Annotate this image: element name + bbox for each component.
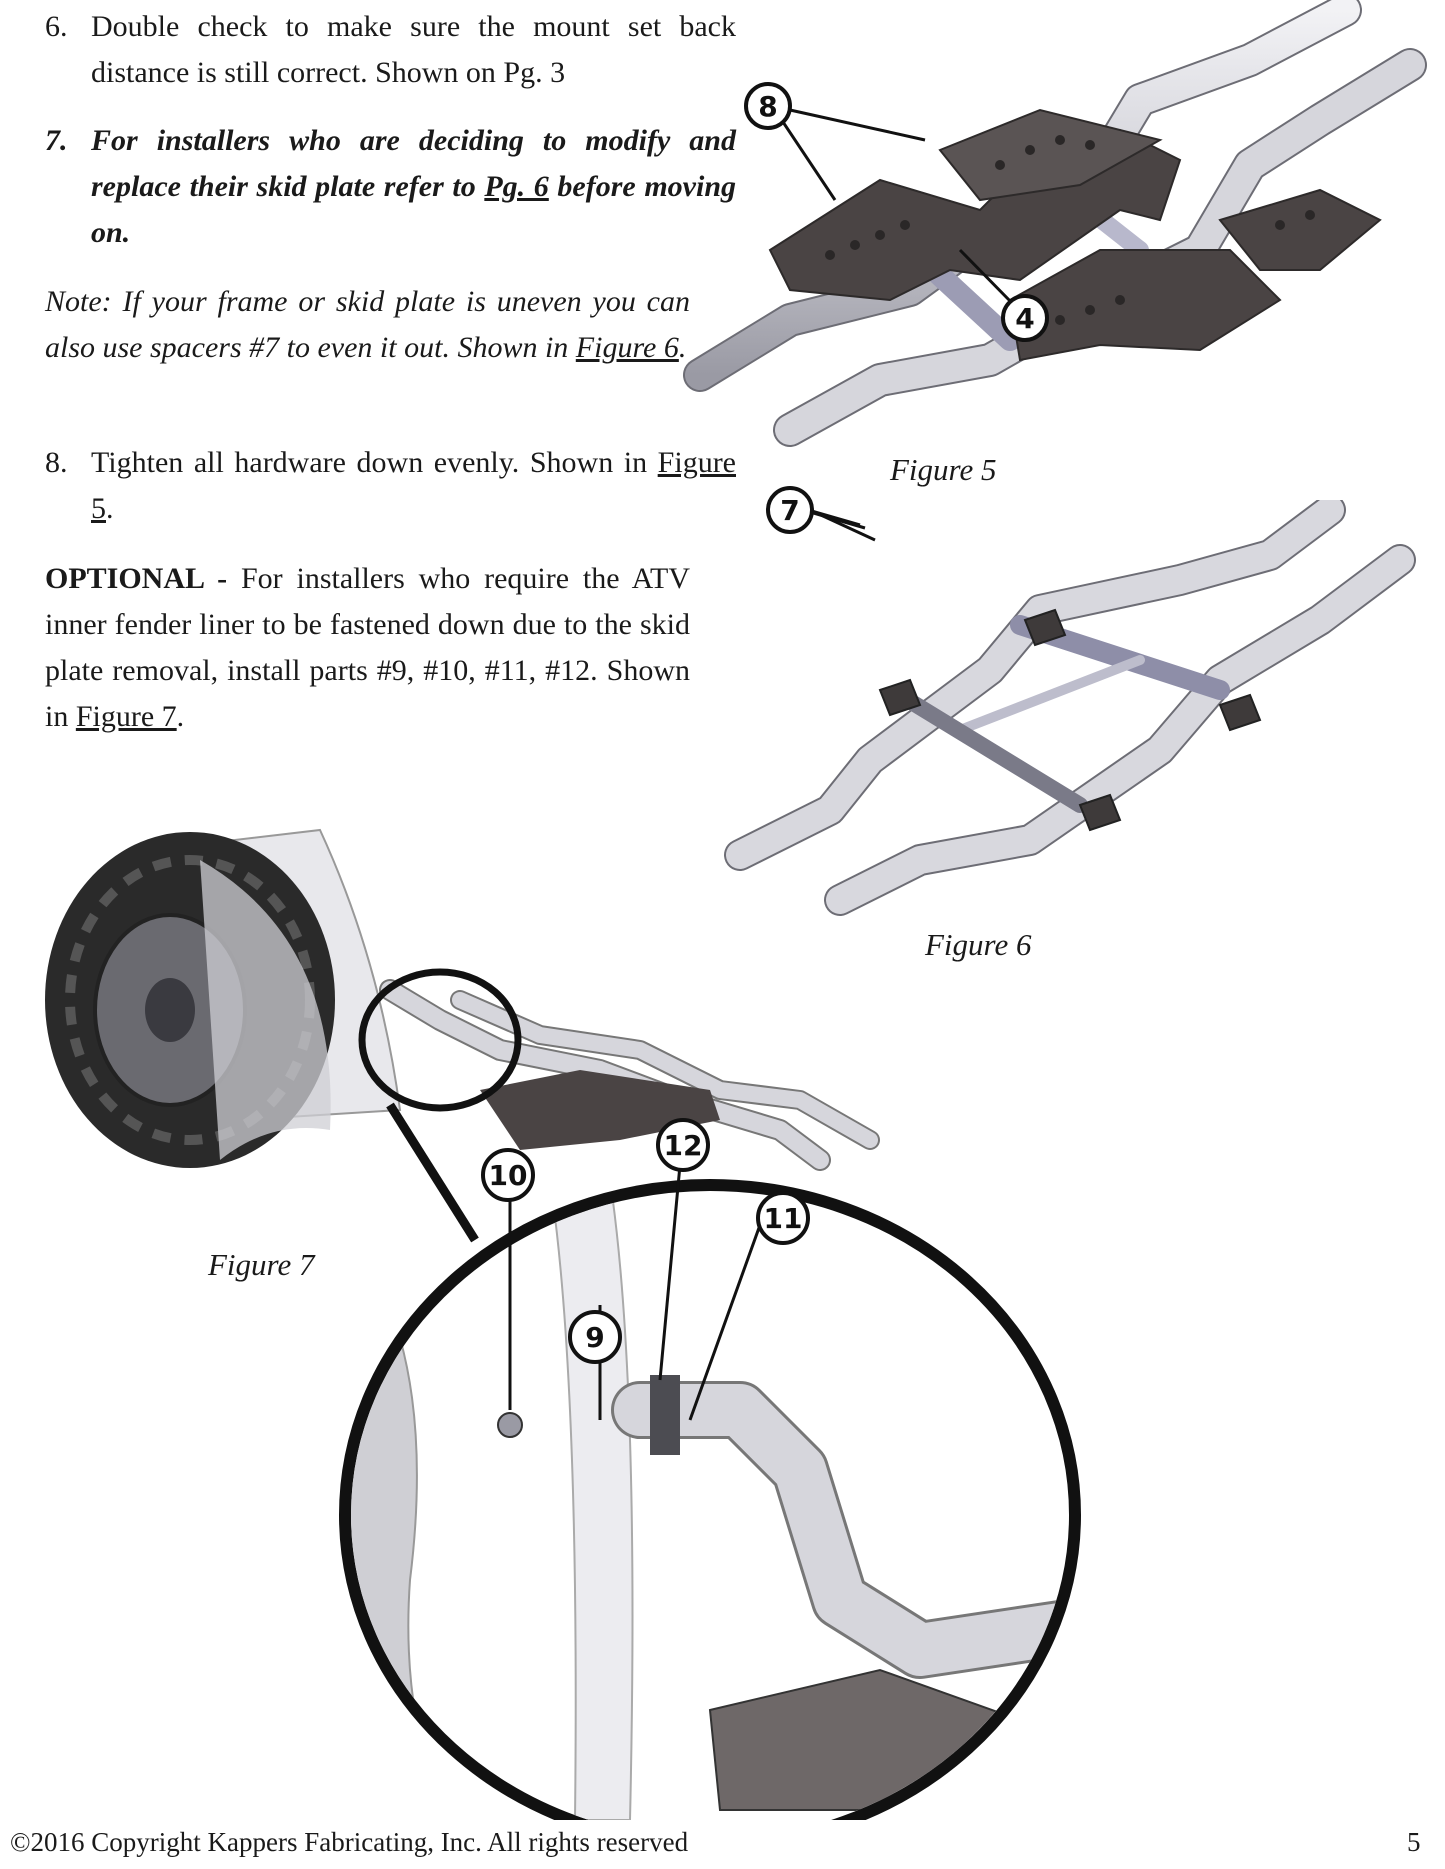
- figure-6-callout-7: 7: [780, 494, 799, 527]
- step-7-text-b: before moving on.: [91, 170, 737, 249]
- step-8-text-a: Tighten all hardware down evenly. Shown …: [91, 446, 658, 479]
- optional-paragraph: OPTIONAL - For installers who require th…: [45, 556, 690, 740]
- figure-7-link[interactable]: Figure 7: [75, 700, 177, 733]
- figure-7-callout-12: 12: [664, 1129, 703, 1162]
- figure-6-caption: Figure 6: [925, 927, 1032, 962]
- figure-7-callout-9: 9: [585, 1321, 604, 1354]
- step-6: 6. Double check to make sure the mount s…: [45, 4, 736, 96]
- figure-5-callout-4: 4: [1015, 302, 1034, 335]
- step-8-text-b: .: [106, 492, 114, 525]
- figure-7-callout-10: 10: [489, 1159, 528, 1192]
- note-text-b: .: [678, 331, 687, 364]
- figure-5-callout-8: 8: [758, 90, 777, 123]
- figure-6-link[interactable]: Figure 6: [575, 331, 679, 364]
- figure-7-illustration: 10 12 11 9: [45, 828, 1081, 1820]
- figure-6-callout-group: 7: [766, 486, 876, 542]
- figure-7-caption: Figure 7: [208, 1247, 315, 1282]
- figure-7-callout-11: 11: [764, 1202, 803, 1235]
- page-6-link[interactable]: Pg. 6: [484, 170, 549, 203]
- optional-text-a: For installers who require the ATV inner…: [45, 562, 690, 733]
- step-7-number: 7.: [45, 124, 68, 157]
- step-6-text: Double check to make sure the mount set …: [91, 10, 736, 89]
- detail-marker-ellipse: [358, 968, 522, 1112]
- optional-label: OPTIONAL -: [45, 562, 228, 595]
- optional-text-b: .: [176, 700, 185, 733]
- step-8: 8. Tighten all hardware down evenly. Sho…: [45, 440, 736, 532]
- step-7: 7. For installers who are deciding to mo…: [45, 118, 736, 256]
- note-text-a: Note: If your frame or skid plate is une…: [45, 285, 690, 364]
- step-7-text-a: For installers who are deciding to modif…: [91, 124, 736, 203]
- note-paragraph: Note: If your frame or skid plate is une…: [45, 279, 690, 371]
- figure-5-caption: Figure 5: [890, 452, 997, 487]
- figure-6-illustration: [724, 500, 1416, 916]
- figure-5-link[interactable]: Figure 5: [91, 446, 736, 525]
- step-8-number: 8.: [45, 446, 68, 479]
- step-6-number: 6.: [45, 10, 68, 43]
- footer-copyright: ©2016 Copyright Kappers Fabricating, Inc…: [10, 1827, 689, 1857]
- figure-5-illustration: 8 4: [683, 0, 1427, 447]
- footer-page-number: 5: [1407, 1827, 1421, 1857]
